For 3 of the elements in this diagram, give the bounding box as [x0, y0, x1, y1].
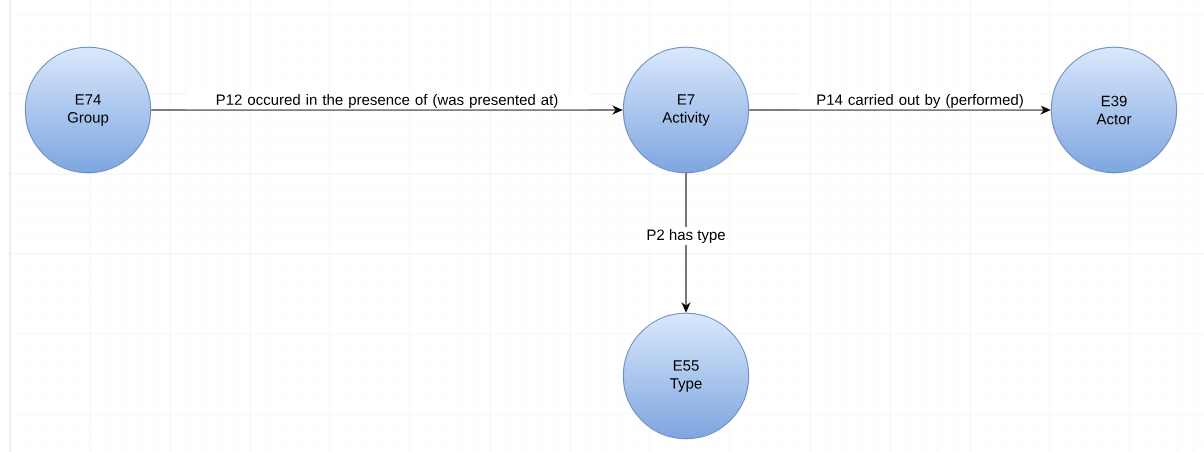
edge-label: P12 occured in the presence of (was presented at): [185, 92, 589, 110]
edge-label: P2 has type: [644, 227, 728, 245]
edge-label: P14 carried out by (performed): [798, 92, 1042, 110]
